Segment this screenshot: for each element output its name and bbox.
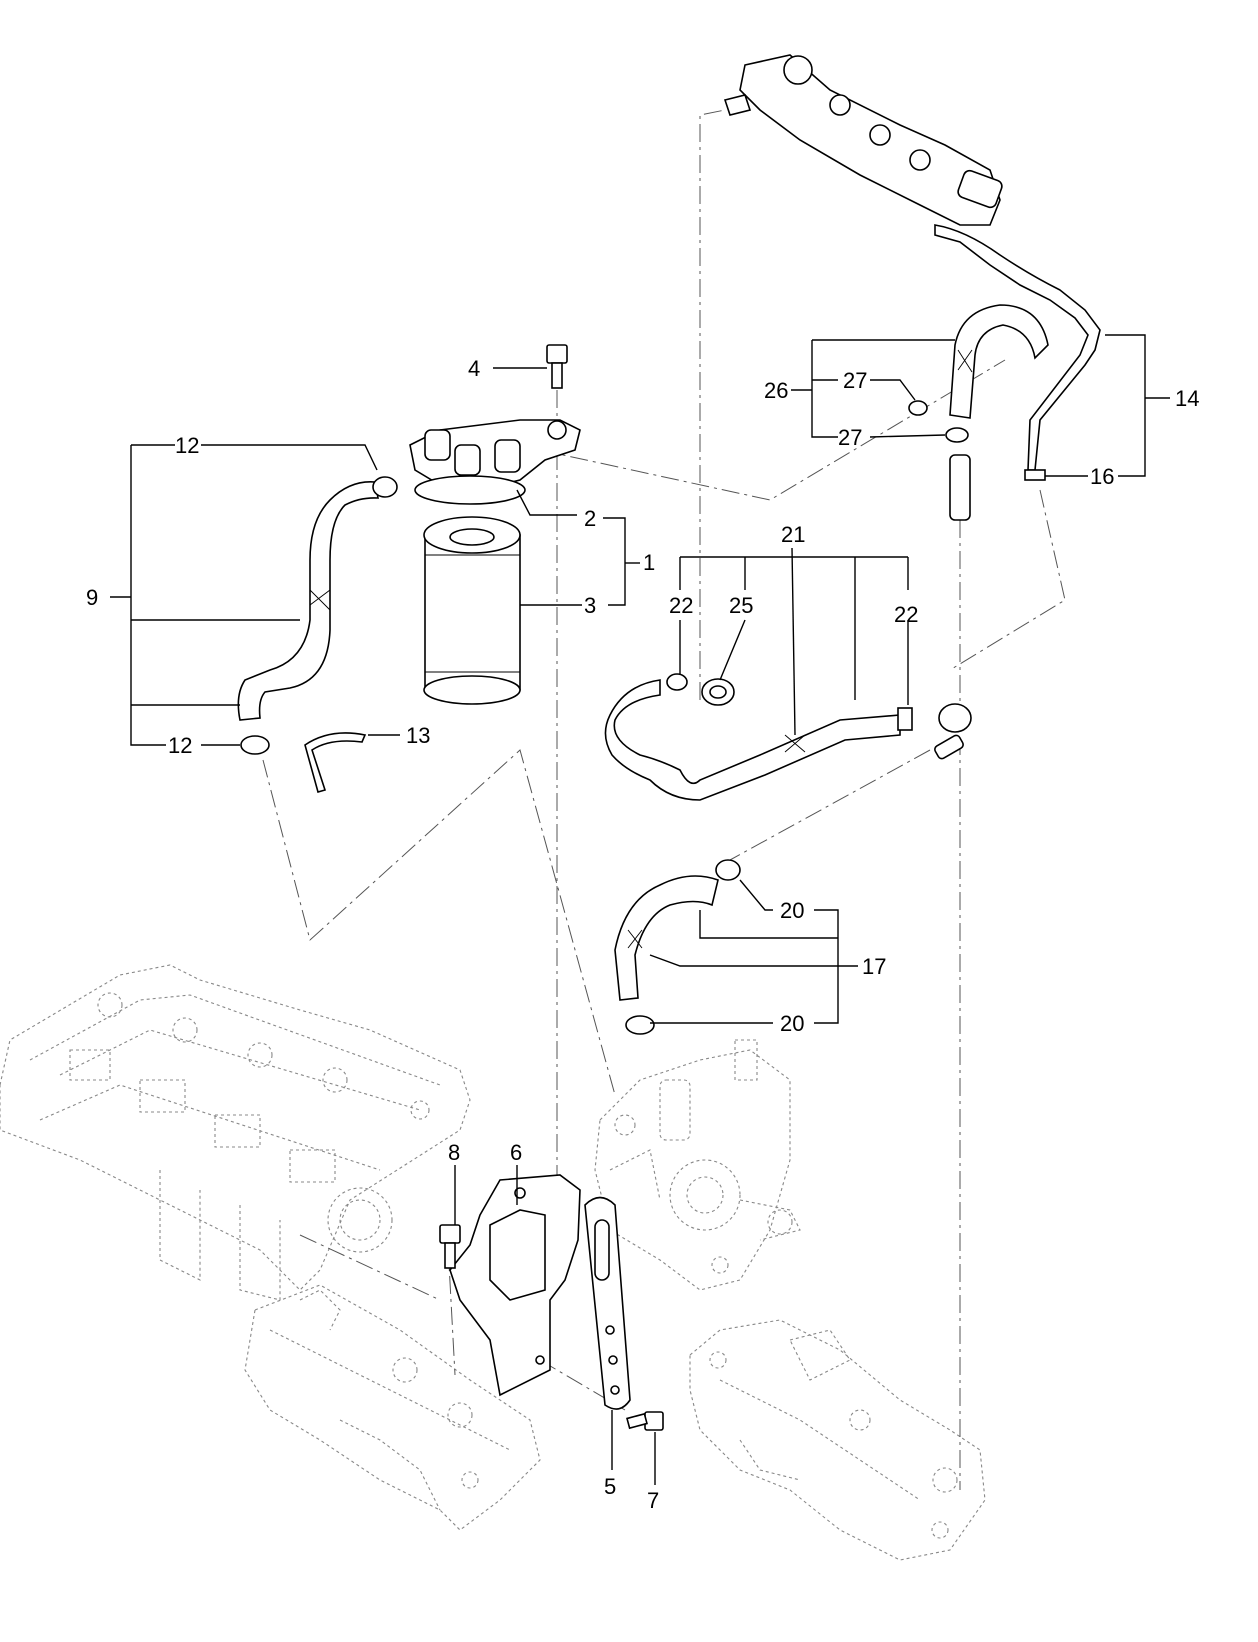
clamp-22-right — [897, 707, 913, 731]
intake-manifold — [244, 1284, 541, 1531]
clip-16 — [1024, 469, 1046, 481]
callout-4: 4 — [468, 356, 480, 381]
fuel-filter-head — [409, 419, 581, 505]
clamp-25 — [701, 678, 735, 706]
callout-12-upper: 12 — [175, 433, 199, 458]
clamp-27-upper — [908, 400, 928, 416]
clamp-20-lower — [625, 1015, 655, 1035]
support-strap — [584, 1196, 631, 1410]
callout-14: 14 — [1175, 386, 1199, 411]
hose-26 — [949, 304, 1049, 419]
callout-12-lower: 12 — [168, 733, 192, 758]
banjo-fitting — [934, 703, 972, 760]
callout-21: 21 — [781, 522, 805, 547]
gear-housing — [689, 1319, 986, 1561]
hose-9 — [237, 481, 379, 721]
callout-22-left: 22 — [669, 593, 693, 618]
hose-17 — [614, 875, 719, 1001]
callout-16: 16 — [1090, 464, 1114, 489]
fitting-26 — [949, 454, 971, 521]
fuel-filter-cartridge — [423, 516, 521, 705]
leader-lines — [110, 334, 1170, 1485]
cable-tie-13 — [304, 732, 367, 793]
callout-3: 3 — [584, 593, 596, 618]
assembly-lines — [262, 109, 1066, 1490]
bolt-8 — [439, 1224, 461, 1269]
callout-6: 6 — [510, 1140, 522, 1165]
callout-8: 8 — [448, 1140, 460, 1165]
callout-27-upper: 27 — [843, 368, 867, 393]
callout-25: 25 — [729, 593, 753, 618]
callout-labels: 1 2 3 4 5 6 7 8 9 12 12 13 14 16 17 20 2… — [86, 356, 1199, 1513]
callout-20-lower: 20 — [780, 1011, 804, 1036]
clamp-22-left — [666, 673, 688, 691]
filter-bracket — [449, 1174, 581, 1397]
callout-1: 1 — [643, 550, 655, 575]
clamp-12-upper — [372, 476, 398, 498]
callout-7: 7 — [647, 1488, 659, 1513]
callout-9: 9 — [86, 585, 98, 610]
callout-26: 26 — [764, 378, 788, 403]
hose-21 — [604, 679, 901, 801]
clamp-27-lower — [945, 427, 969, 443]
callout-5: 5 — [604, 1474, 616, 1499]
clamp-20-upper — [715, 859, 741, 881]
callout-13: 13 — [406, 723, 430, 748]
cylinder-head — [0, 964, 471, 1301]
clamp-12-lower — [240, 735, 270, 755]
callout-22-right: 22 — [894, 602, 918, 627]
callout-2: 2 — [584, 506, 596, 531]
callout-27-lower: 27 — [838, 425, 862, 450]
callout-20-upper: 20 — [780, 898, 804, 923]
bolt-7 — [626, 1411, 664, 1431]
fuel-rail — [723, 54, 1101, 471]
bolt-4 — [546, 344, 568, 389]
callout-17: 17 — [862, 954, 886, 979]
injection-pump — [594, 1039, 801, 1291]
